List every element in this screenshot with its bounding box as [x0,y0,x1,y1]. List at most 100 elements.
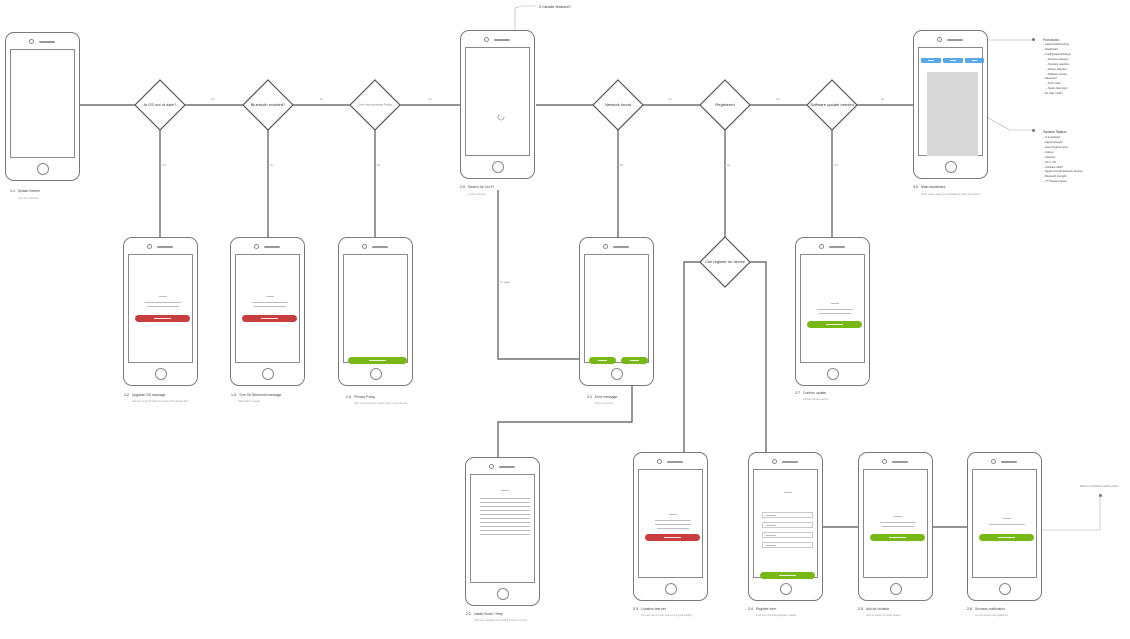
home-button-icon [154,368,167,380]
register-field[interactable] [762,532,813,538]
status-panel [927,72,978,156]
allow-location-button[interactable] [870,534,925,541]
screen-title: Confirm update [803,391,827,395]
edge-label-no: No [620,164,624,167]
decision-can-register [699,236,751,288]
functions-list: – Help/troubleshooting – Dashboard – Con… [1043,43,1071,96]
tab-button[interactable] [943,58,963,63]
screen-title: Upgrade OS message [132,393,166,397]
phone-upgrade-os [123,237,198,386]
home-button-icon [610,368,623,380]
screen-number: 1.4 [346,395,351,399]
screen-number: 2.4 [748,607,753,611]
edge-label-retry: Try again [500,281,510,284]
loading-spinner-icon [497,113,505,121]
tab-button[interactable] [921,58,941,63]
phone-screen [470,474,535,583]
bluetooth-button[interactable] [242,315,297,322]
screen-title: Install Guide / Help [474,612,503,616]
camera-icon [818,244,824,249]
edge-label-no: No [881,98,885,101]
decision-software-update-text: Software update needed [810,102,854,107]
return-note: Return to Software update check [1080,485,1118,488]
home-button-icon [491,161,504,173]
text-placeholder [145,302,181,303]
phone-screen [465,47,530,156]
text-placeholder [480,506,530,507]
phone-screen [918,47,984,156]
continue-button[interactable] [979,534,1034,541]
screen-number: 2.3 [633,607,638,611]
screen-number: 2.5 [858,607,863,611]
text-placeholder [989,524,1025,525]
text-placeholder [831,303,839,304]
edge-label-yes: Yes [428,98,432,101]
edge-label-yes: Yes [668,98,672,101]
screen-title: Register form [756,607,777,611]
camera-icon [253,244,259,249]
text-placeholder [480,514,530,515]
phone-screen [753,469,818,579]
text-placeholder [266,296,274,297]
text-placeholder [480,518,530,519]
phone-register-form [748,452,823,601]
decision-registered-text: Registered [715,102,735,107]
phone-screen [863,469,928,578]
screen-title: Main dashboard [921,185,946,189]
camera-icon [483,37,489,42]
camera-icon [771,459,777,464]
screen-description: User has to go through store-based OS up… [132,400,189,403]
text-placeholder [480,502,530,503]
text-placeholder [1003,518,1011,519]
phone-ask-location [858,452,933,601]
phone-location-test [633,452,708,601]
text-placeholder [480,526,530,527]
speaker-icon [666,461,683,463]
screen-number: 2.6 [967,607,972,611]
speaker-icon [263,246,280,248]
text-placeholder [819,313,851,314]
home-button-icon [261,368,274,380]
register-field[interactable] [762,522,813,528]
decision-network [592,79,644,131]
home-button-icon [369,368,382,380]
functions-heading: Functions: [1043,38,1060,42]
retry-button[interactable] [589,357,616,364]
register-field[interactable] [762,542,813,548]
system-status-heading: System Status: [1043,130,1068,134]
screen-description: Input user info and registration details [756,614,796,617]
text-placeholder [480,510,530,511]
phone-splash-screen [5,32,80,181]
tab-button[interactable] [965,58,984,63]
text-placeholder [817,309,853,310]
home-button-icon [889,583,902,595]
text-placeholder [480,530,530,531]
update-button[interactable] [807,321,862,328]
speaker-icon [828,246,845,248]
text-placeholder [894,516,902,517]
speaker-icon [891,461,908,463]
speaker-icon [612,246,629,248]
screen-title: Success notification [975,607,1005,611]
test-button[interactable] [645,534,700,541]
help-button[interactable] [621,357,648,364]
upgrade-button[interactable] [135,315,190,322]
edge-label-no: No [211,98,215,101]
screen-number: 1.1 [10,189,15,193]
speaker-icon [38,41,55,43]
phone-screen [800,254,865,363]
register-field[interactable] [762,512,813,518]
text-placeholder [657,528,689,529]
register-button[interactable] [760,572,815,579]
decision-network-text: Network found [605,102,631,107]
phone-screen [638,469,703,578]
home-button-icon [664,583,677,595]
home-button-icon [496,588,509,600]
screen-number: 1.2 [124,393,129,397]
accept-button[interactable] [348,357,407,364]
